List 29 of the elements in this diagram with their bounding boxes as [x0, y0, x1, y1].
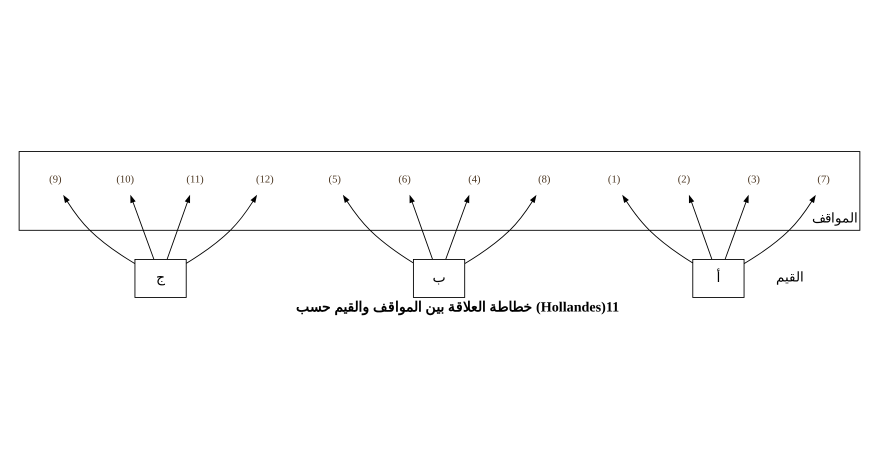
node-text: (6) [398, 174, 411, 186]
caption: خطاطة العلاقة بين المواقف والقيم حسب (Hollandes)11 [296, 298, 620, 315]
arrow [464, 194, 536, 264]
node-text: (11) [186, 174, 204, 186]
node-text: (9) [49, 174, 62, 186]
node-text: (2) [678, 174, 690, 186]
node-text: (1) [608, 174, 620, 186]
arrow [688, 194, 712, 260]
node-box: أ [692, 258, 744, 298]
arrow [622, 194, 694, 263]
arrow [744, 194, 816, 264]
node-text: (8) [538, 174, 550, 186]
node-text: (4) [468, 174, 481, 186]
label: القيم [776, 269, 804, 284]
arrow [342, 194, 414, 263]
arrow [166, 194, 190, 260]
arrow [130, 194, 154, 260]
node-text: (7) [817, 174, 830, 186]
arrow [186, 194, 258, 264]
arrow [410, 194, 434, 260]
node-box: ج [134, 258, 187, 298]
node-text: (12) [256, 174, 274, 186]
node-text: (10) [116, 174, 134, 186]
arrow [445, 194, 470, 260]
arrow [63, 194, 136, 264]
arrow [724, 194, 749, 260]
node-text: (5) [328, 174, 341, 186]
node-text: (3) [748, 174, 760, 186]
node-box: ب [412, 258, 466, 298]
